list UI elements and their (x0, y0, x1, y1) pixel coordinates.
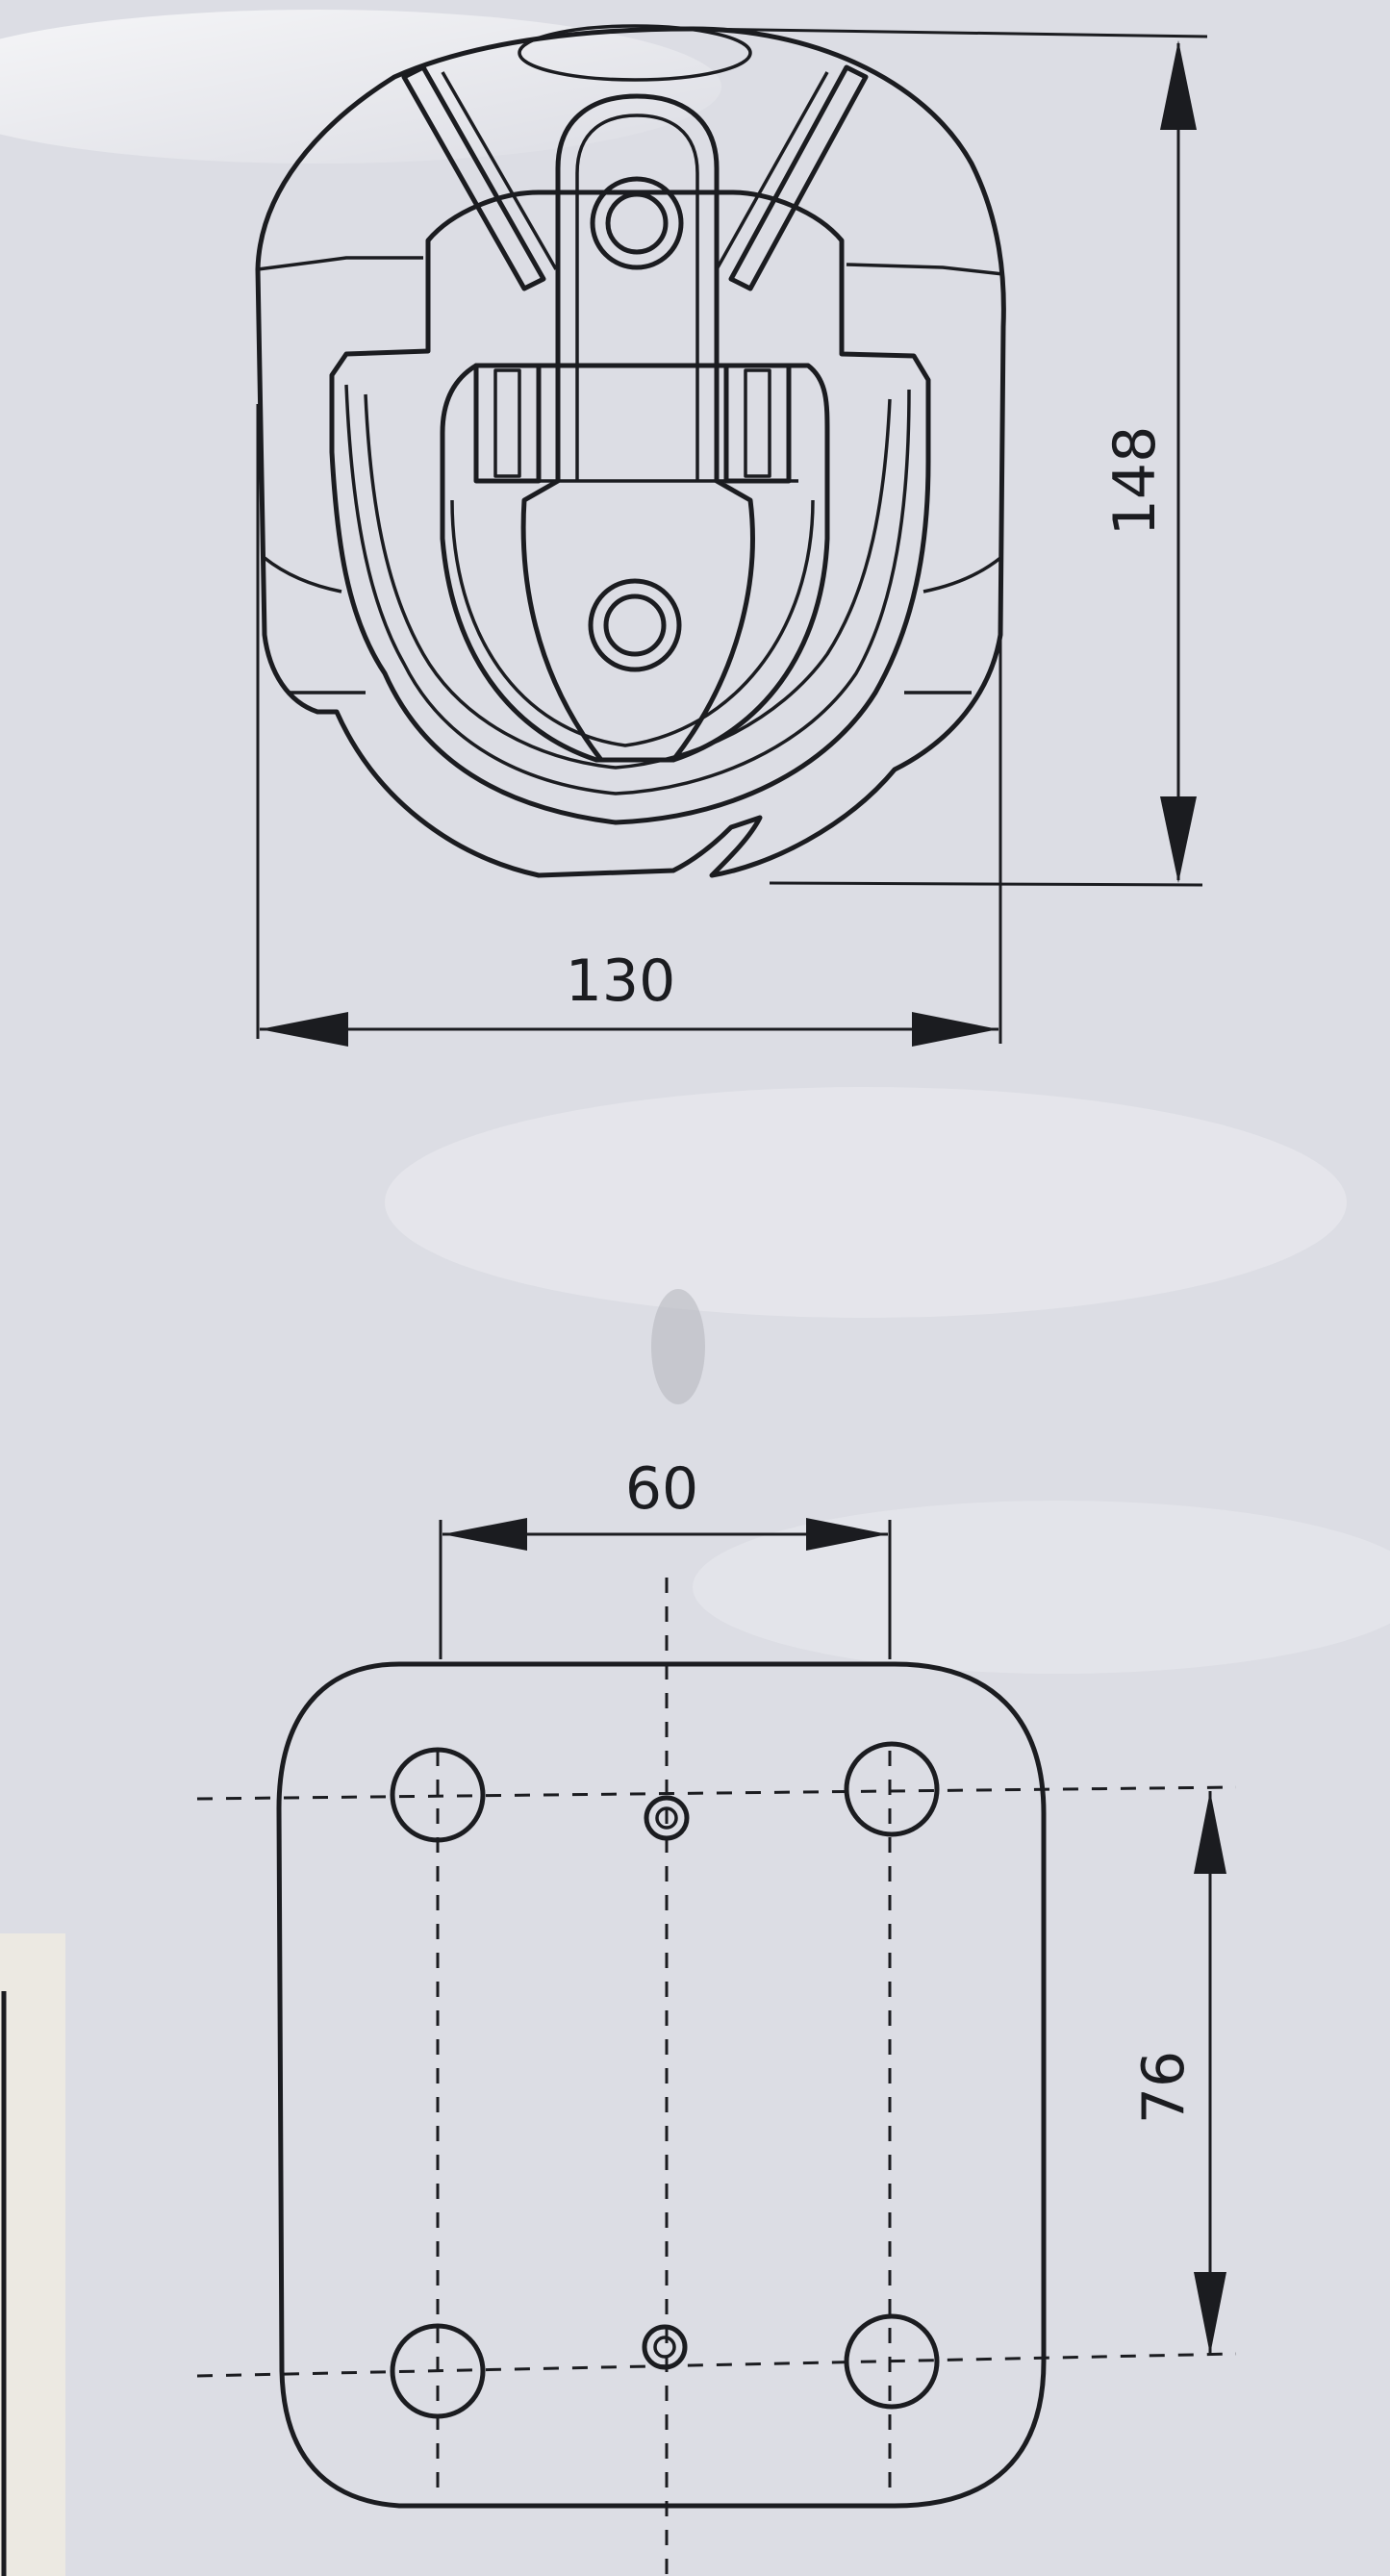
clamp-bar-left (473, 363, 542, 484)
hitch-top-view (255, 24, 1006, 878)
bolt-hole-top-right (844, 1741, 940, 1837)
label-76: 76 (1130, 2051, 1198, 2124)
label-148: 148 (1101, 426, 1169, 537)
hitch-outer-housing (255, 26, 1006, 878)
clamp-bar-right (723, 363, 792, 484)
top-oval (518, 24, 752, 82)
left-arm (401, 64, 546, 291)
center-stud-top (644, 1795, 690, 1841)
dimension-148: 148 (692, 27, 1208, 887)
mounting-plate-view (196, 1578, 1237, 2576)
bolt-hole-top-left (390, 1747, 486, 1843)
label-60: 60 (625, 1455, 698, 1523)
inner-frame (329, 189, 931, 825)
upper-pin-hole (590, 176, 684, 270)
label-130: 130 (566, 947, 676, 1015)
central-tongue (520, 93, 755, 763)
dimension-130: 130 (256, 404, 1002, 1047)
dimension-60: 60 (439, 1455, 892, 1659)
bolt-hole-bottom-right (844, 2313, 940, 2410)
lower-pin-hole (588, 578, 682, 672)
dimension-76: 76 (1130, 1791, 1226, 2355)
right-arm (728, 64, 869, 291)
center-stud-bottom (642, 2324, 688, 2370)
bolt-hole-bottom-left (390, 2323, 486, 2419)
mounting-plate (276, 1661, 1047, 2509)
